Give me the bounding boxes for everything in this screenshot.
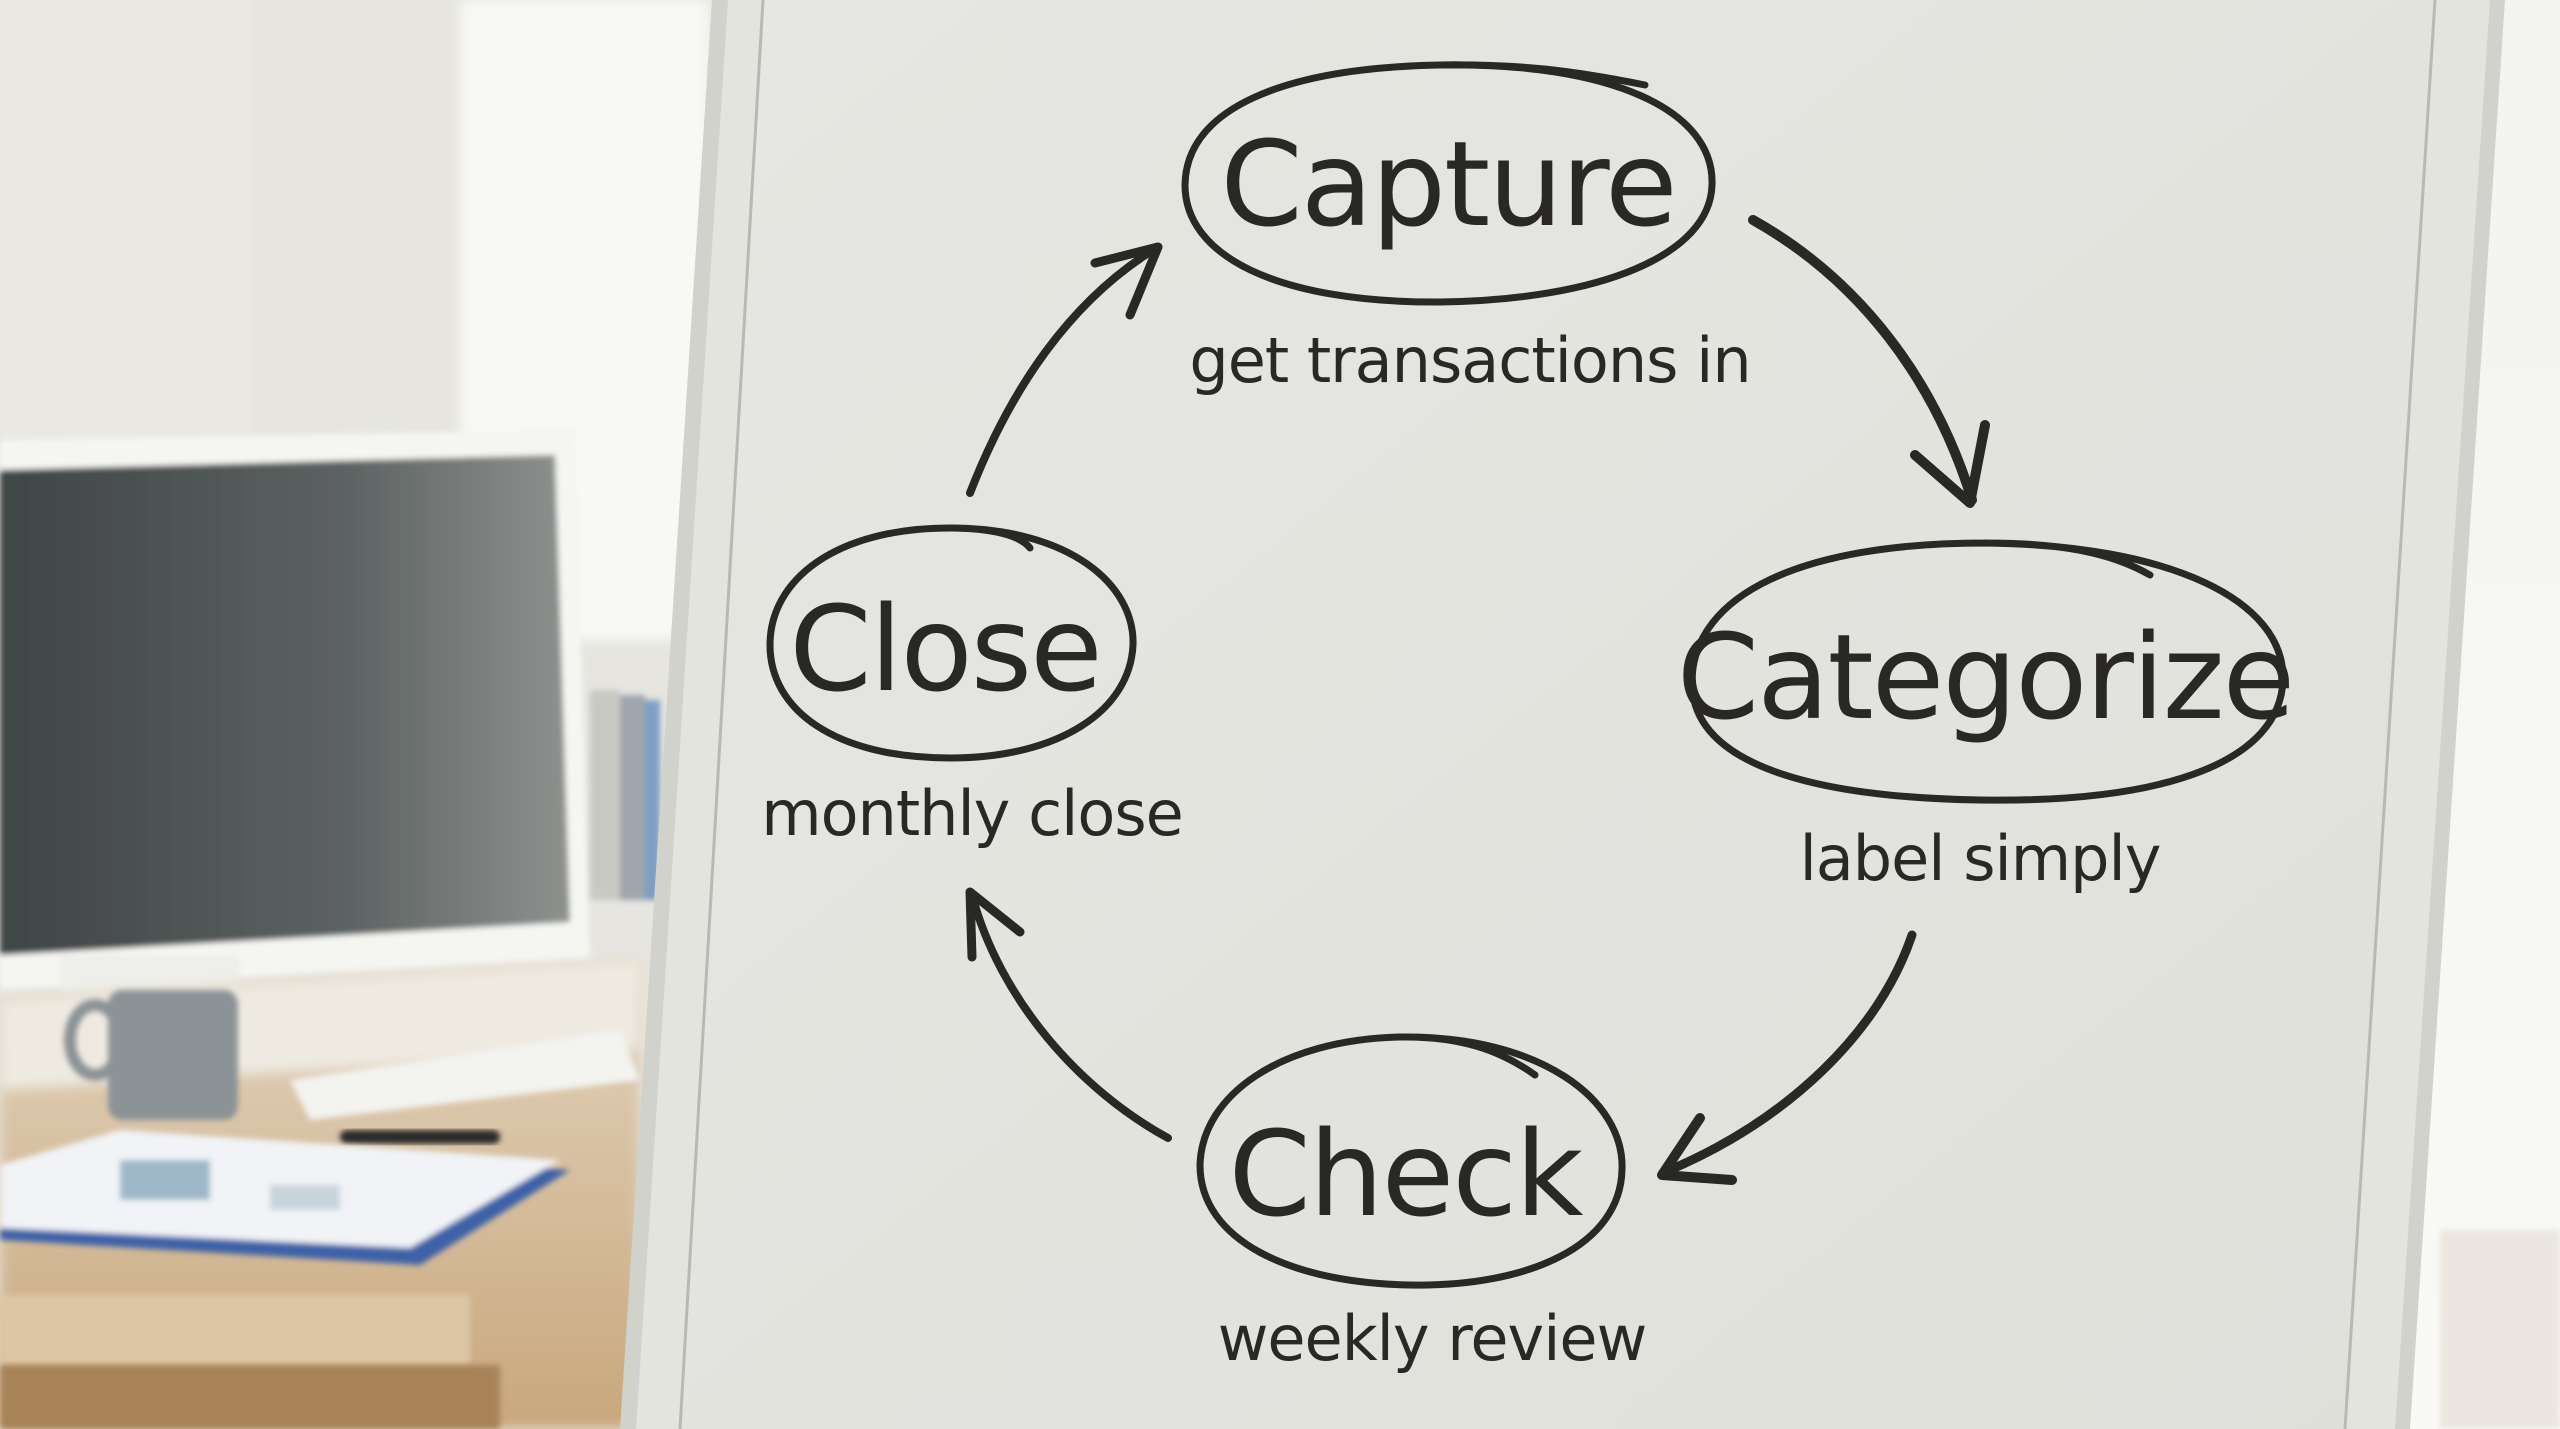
arrowhead-icon: [1657, 1113, 1737, 1185]
board-edge-left: [678, 0, 765, 1429]
stage-title-categorize: Categorize: [1677, 608, 2294, 746]
pen: [340, 1130, 500, 1144]
desk-drawer: [0, 1365, 500, 1429]
monitor-screen: [0, 455, 570, 955]
board-edge-right: [2343, 0, 2437, 1429]
arrow-close-to-capture: [966, 243, 1162, 497]
stage-caption-check: weekly review: [1218, 1302, 1647, 1375]
arrow-capture-to-categorize: [1748, 215, 1977, 505]
diagram-ink: [766, 61, 2287, 1289]
arrow-check-to-close: [968, 891, 1172, 1142]
folder: [0, 1130, 570, 1265]
stage-caption-categorize: label simply: [1800, 822, 2161, 895]
stage-title-check: Check: [1229, 1105, 1584, 1243]
desk-edge: [0, 1295, 470, 1365]
arrowhead-icon: [1090, 242, 1163, 320]
arrowhead-icon: [1910, 420, 1990, 508]
categorize-ellipse: [1688, 539, 2287, 804]
wall-panel: [0, 0, 250, 440]
close-ellipse: [766, 524, 1137, 762]
board-surface: [680, 0, 2435, 1429]
stage-title-close: Close: [789, 580, 1100, 718]
keyboard: [290, 1030, 640, 1120]
books: [590, 690, 660, 900]
monitor: [0, 430, 590, 995]
stage-caption-close: monthly close: [761, 777, 1183, 850]
arrow-categorize-to-check: [1660, 930, 1917, 1177]
capture-ellipse: [1181, 61, 1716, 306]
arrowhead-icon: [965, 887, 1025, 962]
stage-title-capture: Capture: [1220, 115, 1675, 253]
window-sill: [2440, 1230, 2560, 1429]
stage-caption-capture: get transactions in: [1189, 324, 1750, 397]
mug: [64, 990, 238, 1120]
check-ellipse: [1196, 1033, 1626, 1289]
